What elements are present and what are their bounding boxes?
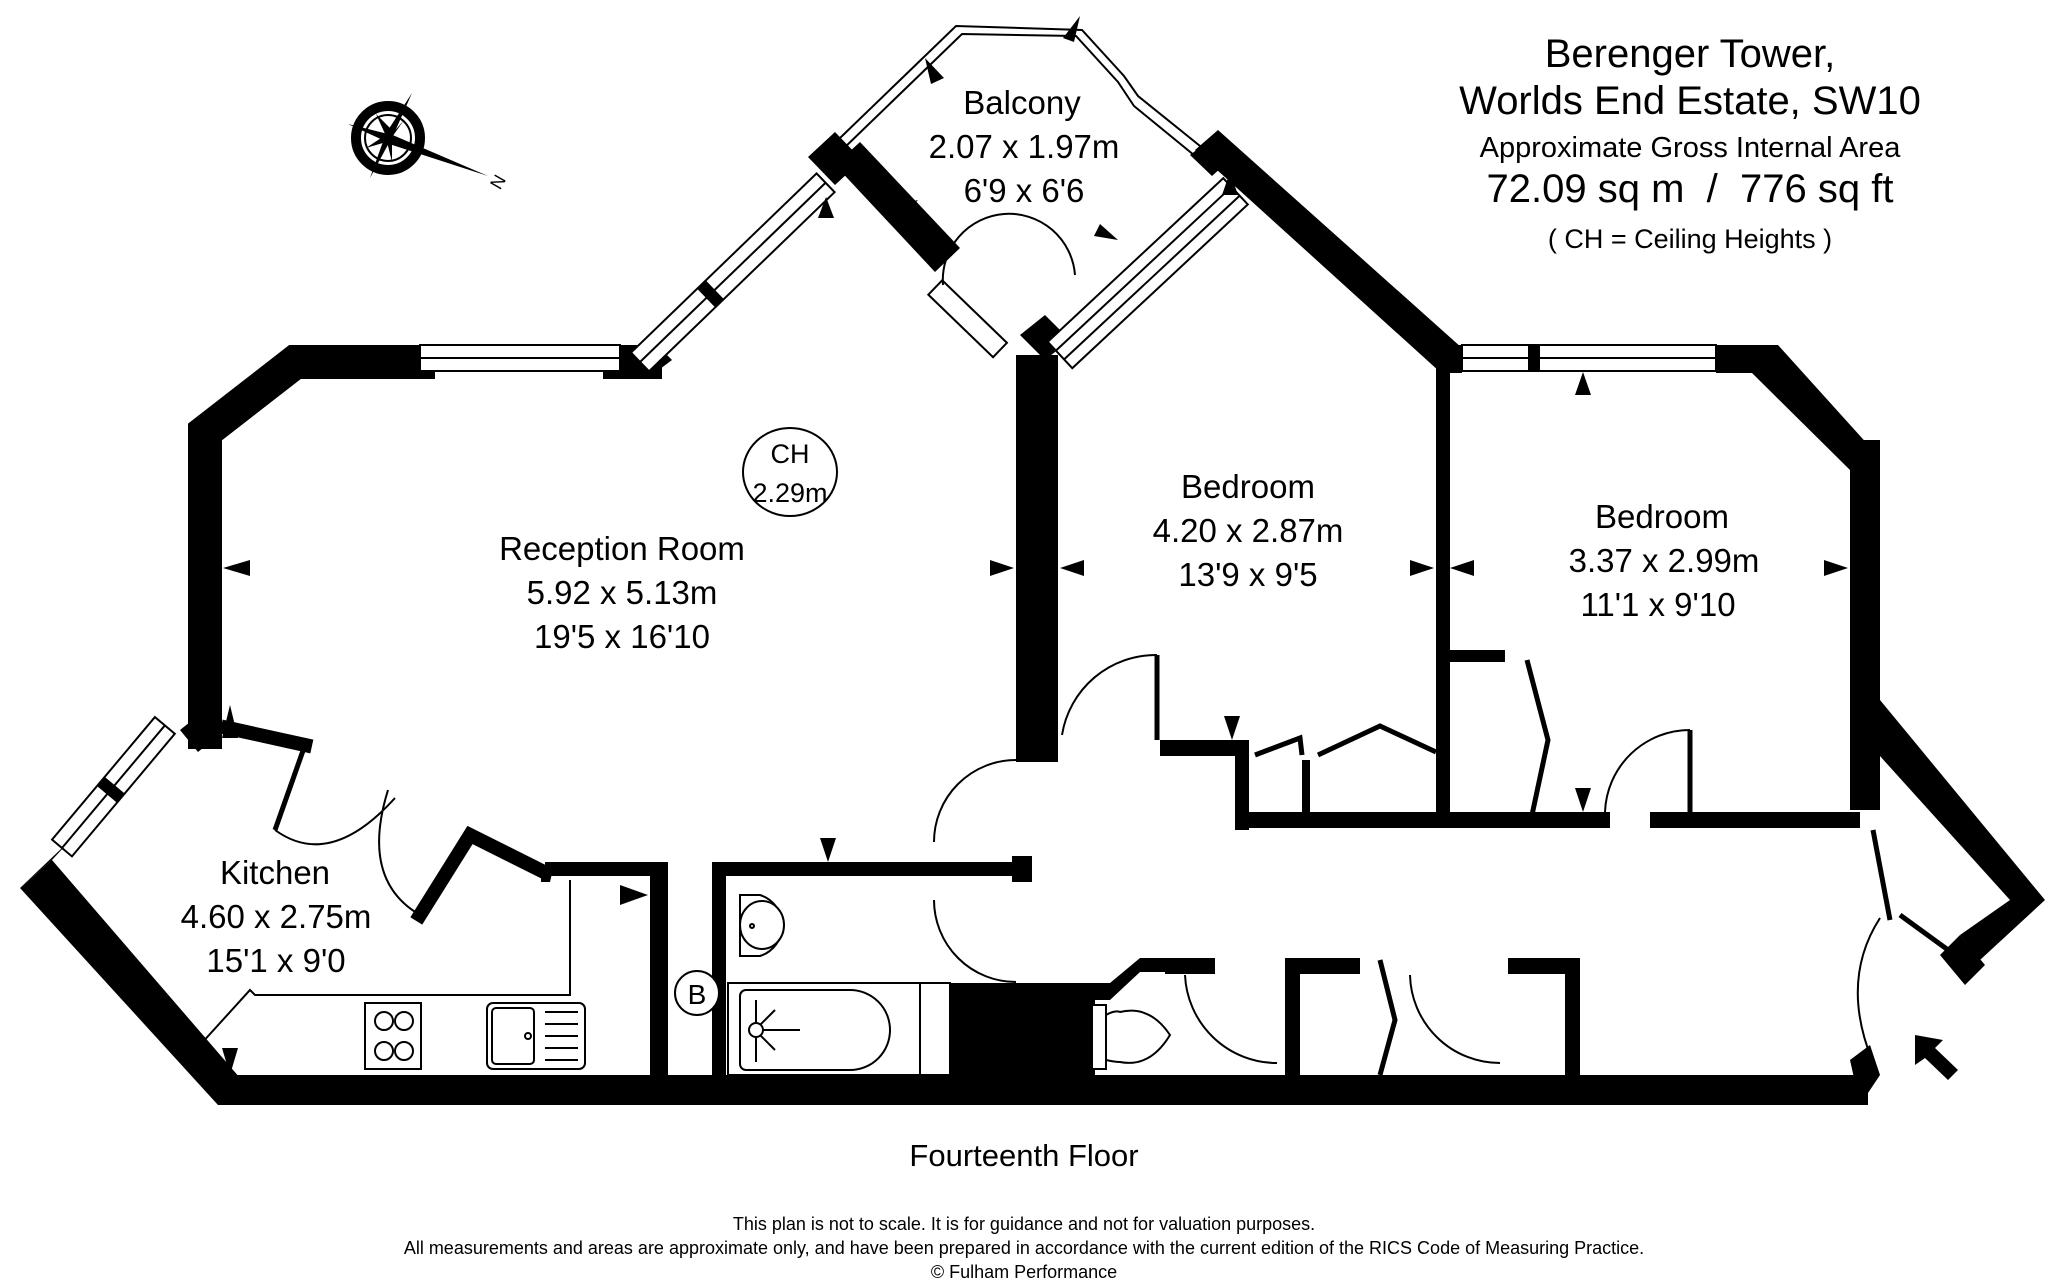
area-label: Approximate Gross Internal Area <box>1479 132 1901 164</box>
room-balcony: Balcony 2.07 x 1.97m 6'9 x 6'6 <box>929 84 1120 209</box>
compass-rose-icon <box>348 93 488 178</box>
room-name: Bedroom <box>1595 498 1729 535</box>
room-reception: Reception Room 5.92 x 5.13m 19'5 x 16'10 <box>499 530 745 655</box>
room-dimensions-metric: 2.07 x 1.97m <box>929 128 1120 165</box>
boiler-icon: B <box>674 970 720 1016</box>
dimension-arrows <box>223 172 1848 862</box>
balcony-outline <box>839 24 1206 161</box>
kitchen-worktop <box>199 880 571 1046</box>
bath-icon <box>727 982 951 1076</box>
room-name: Bedroom <box>1181 468 1315 505</box>
disclaimer-measurements: All measurements and areas are approxima… <box>403 1238 1645 1258</box>
room-dimensions-imperial: 19'5 x 16'10 <box>534 618 710 655</box>
room-name: Kitchen <box>220 854 330 891</box>
toilet-icon <box>1091 1004 1172 1070</box>
room-bedroom-2: Bedroom 3.37 x 2.99m 11'1 x 9'10 <box>1569 498 1760 623</box>
address: Worlds End Estate, SW10 <box>1459 79 1921 123</box>
room-dimensions-imperial: 15'1 x 9'0 <box>206 942 345 979</box>
entrance-arrow-icon <box>1915 1035 1958 1080</box>
room-dimensions-metric: 4.60 x 2.75m <box>181 898 372 935</box>
kitchen-arrows <box>45 705 648 1075</box>
windows <box>50 172 1717 858</box>
room-dimensions-imperial: 6'9 x 6'6 <box>964 172 1085 209</box>
area-value: 72.09 sq m / 776 sq ft <box>1486 167 1894 211</box>
legend-note: ( CH = Ceiling Heights ) <box>1547 224 1833 254</box>
floor-label: Fourteenth Floor <box>909 1138 1139 1173</box>
room-kitchen: Kitchen 4.60 x 2.75m 15'1 x 9'0 <box>181 854 372 979</box>
disclaimer-scale: This plan is not to scale. It is for gui… <box>732 1214 1316 1234</box>
ceiling-height-badge: CH 2.29m <box>742 427 838 517</box>
room-dimensions-metric: 5.92 x 5.13m <box>527 574 718 611</box>
room-dimensions-metric: 3.37 x 2.99m <box>1569 542 1760 579</box>
room-dimensions-imperial: 13'9 x 9'5 <box>1178 556 1317 593</box>
boiler-label: B <box>688 979 707 1010</box>
room-name: Reception Room <box>499 530 745 567</box>
ceiling-height-label: CH <box>771 439 810 469</box>
copyright: © Fulham Performance <box>930 1262 1118 1282</box>
room-name: Balcony <box>963 84 1081 121</box>
ceiling-height-value: 2.29m <box>752 478 827 508</box>
wardrobes <box>1254 659 1957 1076</box>
basin-icon <box>739 894 785 957</box>
room-dimensions-imperial: 11'1 x 9'10 <box>1580 586 1735 623</box>
building-name: Berenger Tower, <box>1544 32 1836 76</box>
sink-icon <box>486 1002 586 1070</box>
door-swings[interactable] <box>274 212 1881 1065</box>
hob-icon <box>364 1002 422 1070</box>
room-bedroom-1: Bedroom 4.20 x 2.87m 13'9 x 9'5 <box>1153 468 1344 593</box>
room-dimensions-metric: 4.20 x 2.87m <box>1153 512 1344 549</box>
compass-north-label: N <box>486 171 510 192</box>
walls <box>20 130 2045 1105</box>
